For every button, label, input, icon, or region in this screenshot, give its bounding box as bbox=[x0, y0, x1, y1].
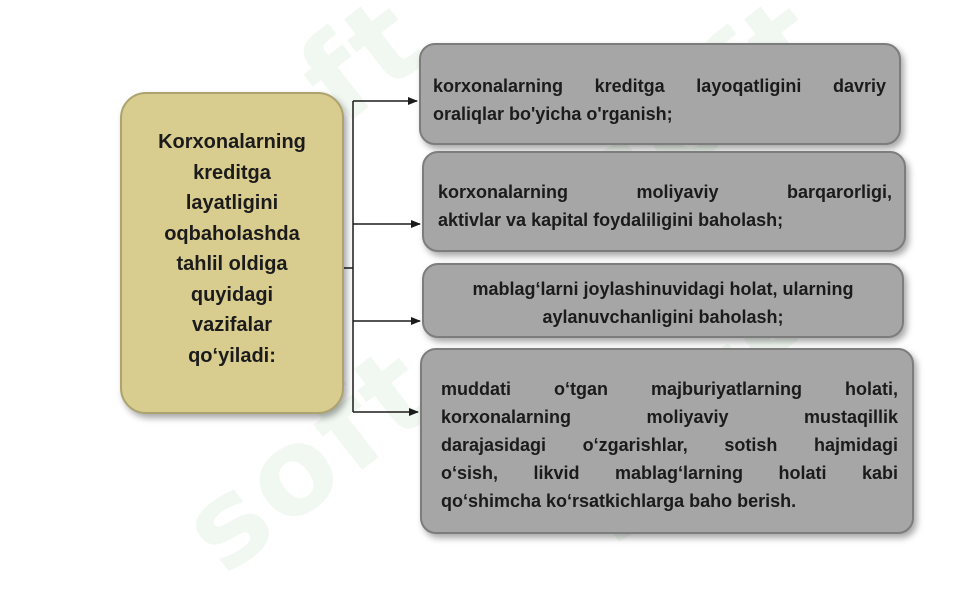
main-topic-line: kreditga bbox=[193, 161, 271, 184]
main-topic-line: quyidagi bbox=[190, 283, 274, 306]
task-line: korxonalarning moliyaviy barqarorligi, bbox=[438, 182, 892, 202]
task-line: oraliqlar bo'yicha o'rganish; bbox=[433, 104, 673, 124]
main-topic-text: Korxonalarning kreditga layatligini oqba… bbox=[132, 127, 332, 371]
task-box-2: korxonalarning moliyaviy barqarorligi, a… bbox=[422, 151, 906, 252]
task-line: qo‘shimcha ko‘rsatkichlarga baho berish. bbox=[441, 491, 797, 511]
task-box-4: muddati o‘tgan majburiyatlarning holati,… bbox=[420, 348, 914, 534]
task-line: darajasidagi o‘zgarishlar, sotish hajmid… bbox=[441, 435, 898, 455]
task-line: aktivlar va kapital foydaliligini bahola… bbox=[438, 210, 784, 230]
task-line: korxonalarning kreditga layoqatligini da… bbox=[433, 76, 886, 96]
main-topic-line: vazifalar bbox=[191, 314, 273, 336]
task-line: mablag‘larni joylashinuvidagi holat, ula… bbox=[472, 279, 854, 299]
main-topic-line: oqbaholashda bbox=[164, 222, 300, 245]
task-line: o‘sish, likvid mablag‘larning holati kab… bbox=[441, 463, 898, 483]
connector-lines bbox=[344, 97, 421, 416]
main-topic-line: Korxonalarning bbox=[158, 131, 306, 153]
task-line: korxonalarning moliyaviy mustaqillik bbox=[441, 407, 898, 427]
task-line: muddati o‘tgan majburiyatlarning holati, bbox=[441, 379, 898, 399]
main-topic-line: qo‘yiladi: bbox=[188, 344, 276, 367]
task-box-1: korxonalarning kreditga layoqatligini da… bbox=[419, 43, 901, 145]
main-topic-line: tahlil oldiga bbox=[176, 253, 288, 275]
task-box-3: mablag‘larni joylashinuvidagi holat, ula… bbox=[422, 263, 904, 338]
main-topic-line: layatligini bbox=[185, 192, 279, 214]
task-line: aylanuvchanligini baholash; bbox=[542, 307, 784, 327]
main-topic-box: Korxonalarning kreditga layatligini oqba… bbox=[120, 92, 344, 414]
